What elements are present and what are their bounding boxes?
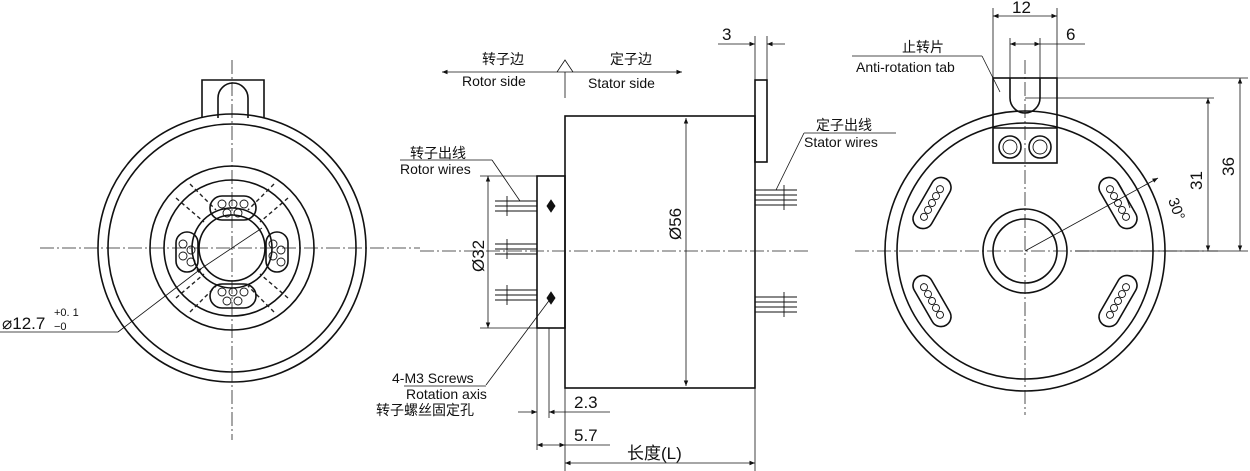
screws-label-cn: 转子螺丝固定孔 [376, 402, 474, 418]
stator-wire-slot [912, 176, 952, 230]
stator-wires-cn: 定子出线 [816, 117, 872, 133]
rotor-end-view: ⌀12.7 +0. 1 −0 [0, 60, 420, 440]
side-view: 转子边 Rotor side 定子边 Stator side 转子出线 Ro [376, 25, 896, 471]
angle-label: 30° [1164, 196, 1188, 223]
rotor-wires-cn: 转子出线 [410, 145, 466, 161]
anti-rotation-en: Anti-rotation tab [856, 59, 955, 75]
bore-tolerance-lower: −0 [54, 321, 67, 333]
rotor-flange [536, 175, 566, 329]
anti-rotation-cn: 止转片 [902, 39, 944, 55]
screws-label-en: 4-M3 Screws [392, 370, 474, 386]
anti-rotation-tab-side [754, 79, 768, 163]
stator-wire-slot [1098, 274, 1138, 328]
tab-width-label: 12 [1012, 0, 1031, 17]
flange-offset-label: 2.3 [574, 393, 598, 412]
stator-side-en: Stator side [588, 75, 655, 91]
anti-rotation-tab [992, 77, 1058, 164]
rotor-side-cn: 转子边 [482, 51, 524, 67]
stator-side-cn: 定子边 [610, 51, 652, 67]
rotor-wires-en: Rotor wires [400, 161, 471, 177]
body-diameter-label: Ø56 [666, 208, 685, 240]
length-label: 长度(L) [627, 444, 682, 463]
slip-ring-body [564, 115, 756, 389]
height-36-label: 36 [1219, 157, 1238, 176]
rotor-side-en: Rotor side [462, 73, 526, 89]
stator-wires-en: Stator wires [804, 134, 878, 150]
rotation-axis-label: Rotation axis [406, 386, 487, 402]
stator-wire-slot [912, 274, 952, 328]
bore-tolerance-upper: +0. 1 [54, 307, 79, 319]
tab-slot-label: 6 [1066, 25, 1075, 44]
height-31-label: 31 [1187, 171, 1206, 190]
bore-diameter-label: ⌀12.7 [2, 314, 45, 333]
flange-width-label: 5.7 [574, 426, 598, 445]
flange-diameter-label: Ø32 [469, 240, 488, 272]
stator-end-view: 止转片 Anti-rotation tab 12 6 31 36 30° [852, 0, 1248, 415]
tab-thickness-label: 3 [722, 25, 731, 44]
